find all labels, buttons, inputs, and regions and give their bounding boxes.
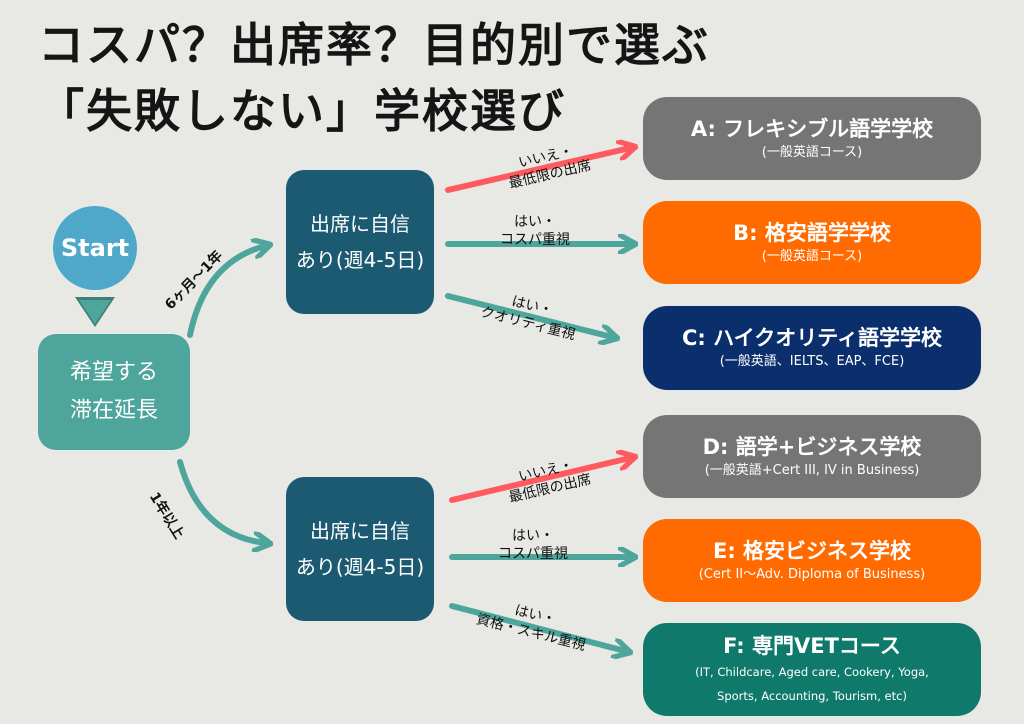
result-f-title: F: 専門VETコース [723,633,901,658]
branch-top-cost-label: はい・ コスパ重視 [470,213,600,249]
result-a-box: A: フレキシブル語学学校 (一般英語コース) [643,97,981,180]
result-a-title: A: フレキシブル語学学校 [690,116,934,141]
decision-2-line2: あり(週4-5日) [295,555,425,579]
result-d-title: D: 語学+ビジネス学校 [702,434,922,459]
result-d-box: D: 語学+ビジネス学校 (一般英語+Cert III, IV in Busin… [643,415,981,498]
result-e-box: E: 格安ビジネス学校 (Cert II〜Adv. Diploma of Bus… [643,519,981,602]
page-title-line1: コスパ？出席率？目的別で選ぶ [38,18,710,72]
wish-node: 希望する 滞在延長 [38,334,190,450]
result-e-title: E: 格安ビジネス学校 [712,538,912,563]
decision-1-line2: あり(週4-5日) [295,248,425,272]
page-title-line2: 「失敗しない」学校選び [38,84,566,138]
result-c-title: C: ハイクオリティ語学学校 [681,326,943,350]
start-node: Start [53,206,137,290]
arrow-to-decision-1 [187,246,265,338]
arrow-bottom-no [449,458,630,503]
result-e-sub: (Cert II〜Adv. Diploma of Business) [698,566,926,582]
wish-line1: 希望する [69,360,158,385]
result-a-sub: (一般英語コース) [761,144,863,160]
result-b-sub: (一般英語コース) [761,248,863,264]
branch-bottom-cost-line2: コスパ重視 [498,546,568,562]
branch-bottom-cost-line1: はい・ [512,528,554,544]
arrow-to-decision-2 [177,459,265,543]
arrow-top-no [445,148,630,193]
start-label: Start [60,234,130,262]
result-f-box: F: 専門VETコース (IT, Childcare, Aged care, C… [643,623,981,716]
branch-top-cost-line1: はい・ [514,214,556,230]
arrow-bottom-yes-skill [449,603,625,651]
arrow-top-yes-quality [445,293,612,337]
result-c-sub: (一般英語、IELTS、EAP、FCE) [719,354,905,369]
result-b-title: B: 格安語学学校 [733,220,891,245]
result-f-sub: (IT, Childcare, Aged care, Cookery, Yoga… [695,664,929,679]
down-triangle-inner [79,300,111,324]
branch-bottom-cost-label: はい・ コスパ重視 [468,527,598,563]
decision-node-1: 出席に自信 あり(週4-5日) [286,170,434,314]
branch-top-cost-line2: コスパ重視 [500,232,570,248]
result-d-sub: (一般英語+Cert III, IV in Business) [704,462,920,478]
result-b-box: B: 格安語学学校 (一般英語コース) [643,201,981,284]
result-f-sub2: Sports, Accounting, Tourism, etc) [717,688,907,703]
result-c-box: C: ハイクオリティ語学学校 (一般英語、IELTS、EAP、FCE) [643,306,981,390]
wish-line2: 滞在延長 [69,398,158,423]
decision-1-line1: 出席に自信 [310,212,410,236]
decision-node-2: 出席に自信 あり(週4-5日) [286,477,434,621]
decision-2-line1: 出席に自信 [310,519,410,543]
